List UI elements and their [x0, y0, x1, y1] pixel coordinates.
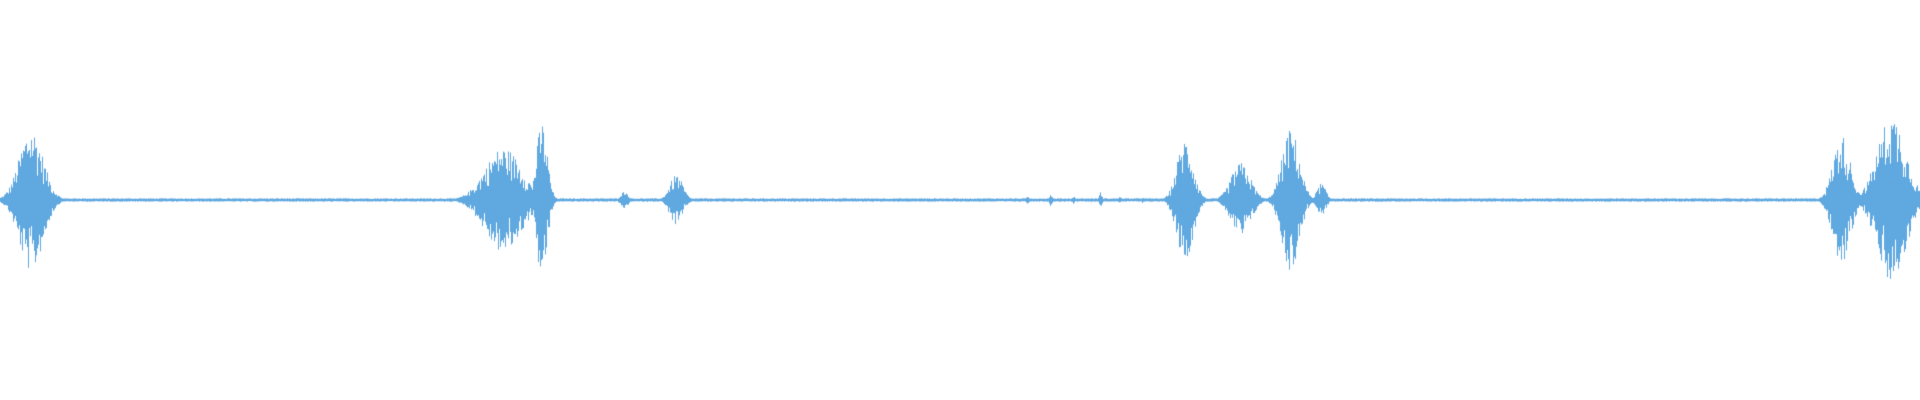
audio-waveform	[0, 0, 1920, 400]
